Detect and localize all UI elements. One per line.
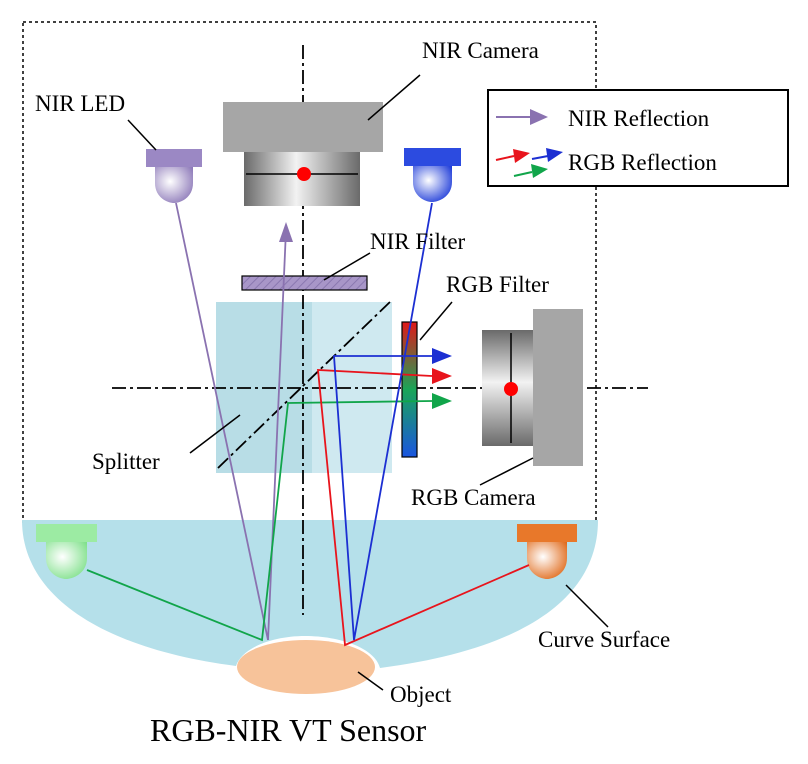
orange-led [517, 524, 577, 579]
rgb-camera-body [533, 309, 583, 466]
label-nir-camera: NIR Camera [422, 38, 539, 63]
leader-rgb-filter [419, 301, 453, 341]
legend-green-arrowhead [531, 164, 548, 178]
rgb-filter [401, 321, 418, 458]
legend-nir-reflection: NIR Reflection [568, 106, 710, 131]
diagram-title: RGB-NIR VT Sensor [150, 712, 427, 748]
green-led [36, 524, 97, 579]
nir-led [146, 149, 202, 203]
sensor-enclosure [22, 21, 597, 523]
green-ray-arrowhead [432, 393, 452, 409]
label-rgb-camera: RGB Camera [411, 485, 536, 510]
blue-led [404, 148, 461, 202]
red-ray [317, 369, 530, 647]
legend-nir-arrowhead [530, 109, 548, 125]
nir-ray-arrowhead [279, 222, 293, 242]
curve-surface [22, 520, 598, 668]
rgb-camera-focal-point [504, 382, 518, 396]
label-rgb-filter: RGB Filter [446, 272, 549, 297]
green-ray [86, 400, 433, 642]
red-ray-arrowhead [432, 368, 452, 384]
label-curve-surface: Curve Surface [538, 627, 670, 652]
leader-object [357, 671, 384, 691]
label-splitter: Splitter [92, 449, 160, 474]
nir-camera-body [223, 102, 383, 152]
legend-red-arrowhead [513, 149, 530, 163]
legend-blue-line [531, 155, 549, 160]
leader-nir-filter [323, 252, 371, 281]
legend: NIR Reflection RGB Reflection [487, 89, 789, 187]
leader-nir-led [127, 119, 157, 151]
nir-filter [241, 275, 368, 291]
leader-curve-surface [565, 584, 609, 628]
label-object: Object [390, 682, 452, 707]
leader-nir-camera [367, 74, 421, 121]
label-nir-filter: NIR Filter [370, 229, 466, 254]
label-nir-led: NIR LED [35, 91, 125, 116]
nir-ray-incident [175, 202, 269, 641]
leader-splitter [189, 414, 241, 454]
blue-ray-arrowhead [432, 348, 452, 364]
nir-camera-focal-point [297, 167, 311, 181]
splitter-diagonal [217, 299, 393, 469]
blue-ray [333, 202, 433, 641]
legend-red-line [495, 155, 515, 161]
nir-ray-reflected [267, 229, 287, 641]
leader-rgb-camera [479, 457, 534, 486]
legend-rgb-reflection: RGB Reflection [568, 150, 717, 175]
legend-green-line [513, 171, 533, 177]
object-shape [237, 640, 375, 694]
legend-blue-arrowhead [546, 148, 563, 162]
